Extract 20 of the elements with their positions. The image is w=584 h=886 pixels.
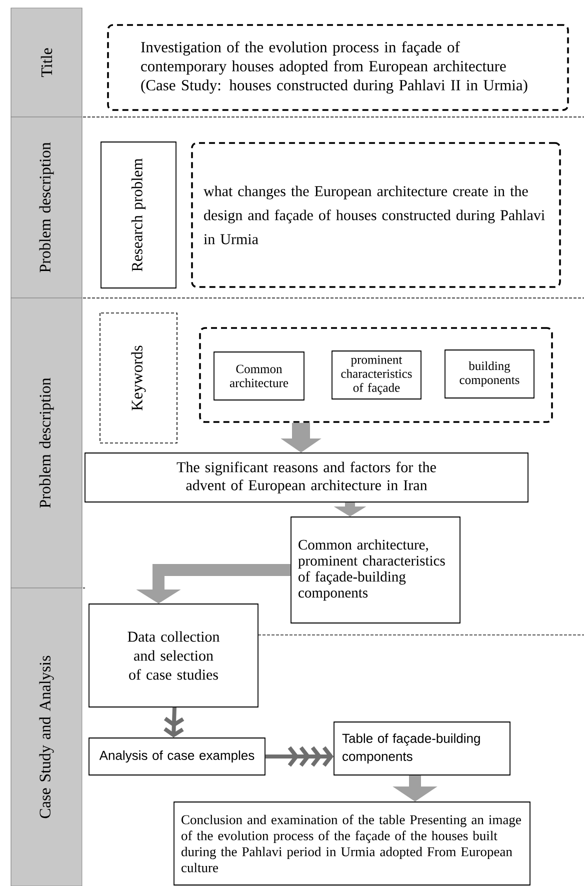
- group-box: [199, 327, 553, 423]
- process-box: Analysis of case examples: [88, 738, 266, 776]
- process-box: Conclusion and examination of the table Presenting an image of the evolution process of the façade of the houses built during the Pahlavi period in Urmia adopted From European culture: [174, 802, 530, 886]
- arrow: [164, 707, 184, 738]
- title-box: Investigation of the evolution process in façade of contemporary houses adopted from European architecture (Case Study: houses constructed during Pahlavi II in Urmia): [107, 24, 569, 111]
- keyword-box: building components: [444, 350, 534, 398]
- section-band: Problem description: [10, 116, 82, 298]
- process-box: The significant reasons and factors for the advent of European architecture in Iran: [84, 452, 528, 502]
- section-band: Title: [10, 8, 82, 118]
- process-box: Table of façade-building components: [334, 722, 510, 776]
- question-box: what changes the European architecture create in the design and façade of houses constructed during Pahlavi in Urmia: [191, 142, 561, 288]
- keyword-box: prominent characteristics of façade: [332, 350, 422, 400]
- keyword-box: Common architecture: [214, 352, 304, 400]
- section-band: Case Study and Analysis: [10, 588, 82, 886]
- section-band: Problem description: [10, 298, 82, 588]
- process-box: Data collection and selection of case studies: [88, 604, 258, 708]
- process-box: Common architecture, prominent characteristics of façade-building components: [290, 516, 460, 624]
- label-box: Research problem: [100, 142, 176, 288]
- arrow: [265, 746, 334, 767]
- label-box: Keywords: [100, 312, 178, 444]
